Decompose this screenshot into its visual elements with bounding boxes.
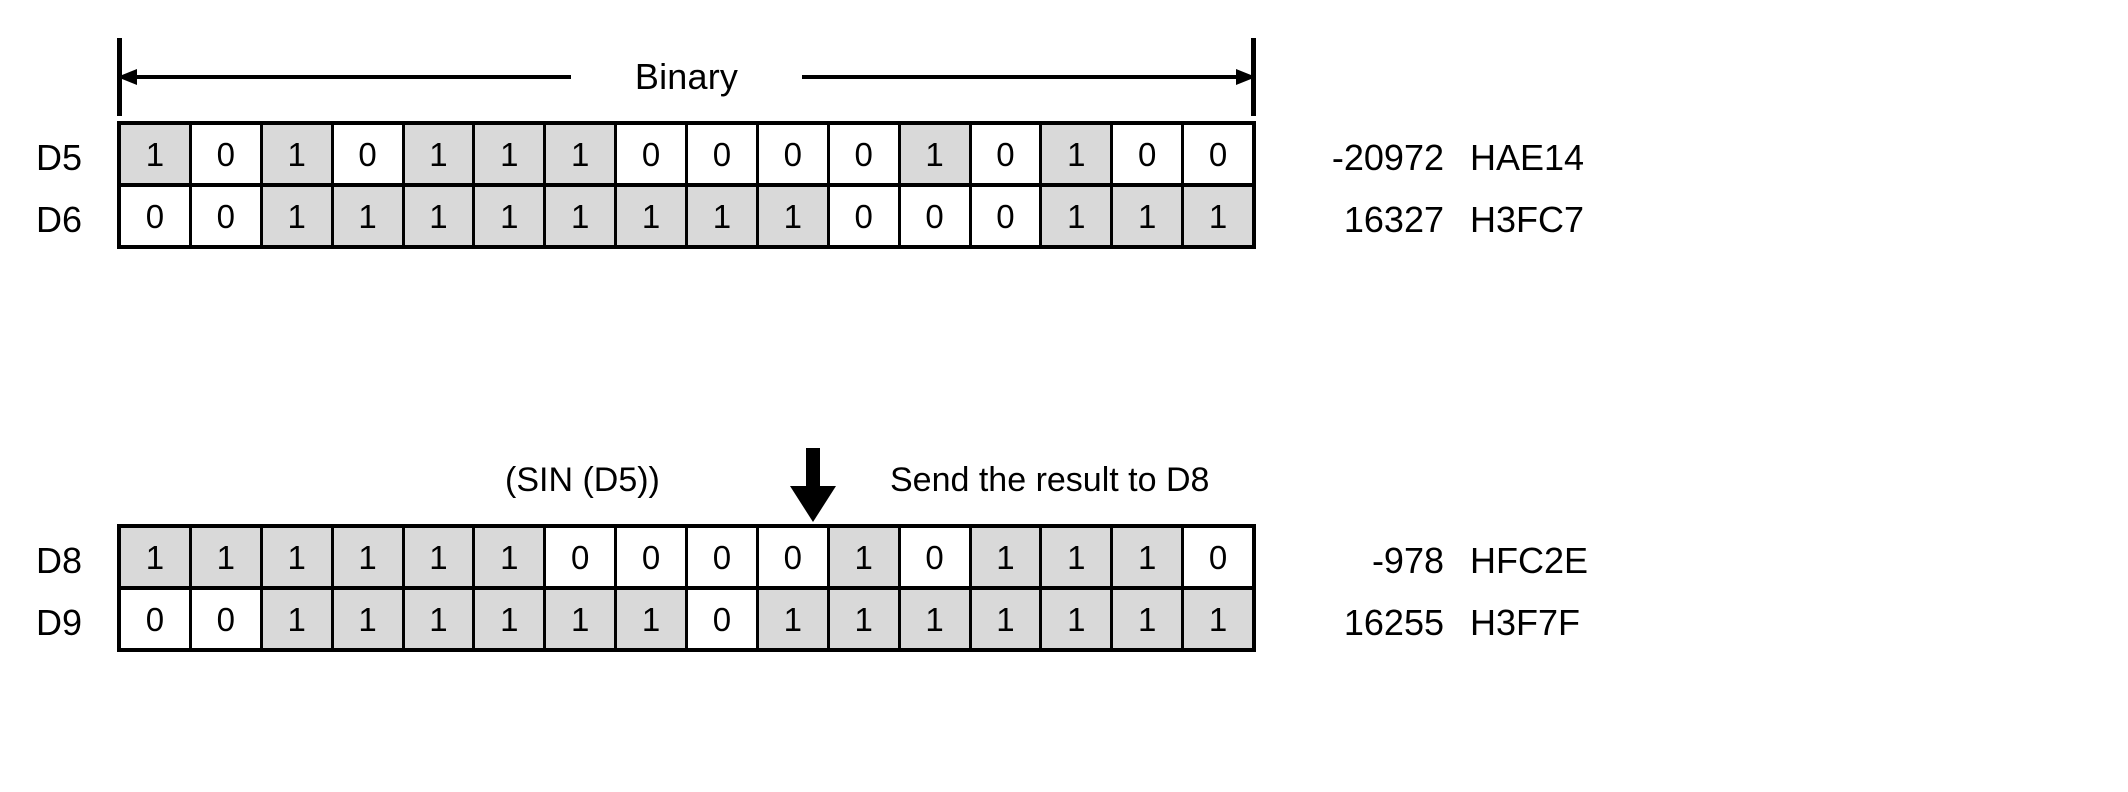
- bit-cell: 1: [404, 590, 476, 648]
- operation-instruction: Send the result to D8: [890, 461, 1210, 499]
- bit-cell: 1: [546, 590, 618, 648]
- bit-cell: 1: [262, 187, 334, 245]
- arrow-line-right: [802, 75, 1242, 79]
- arrow-line-left: [131, 75, 571, 79]
- row-hex-d8: HFC2E: [1470, 540, 1589, 581]
- bit-cell: 0: [546, 528, 618, 586]
- row-label-d8: D8: [36, 540, 83, 581]
- bit-cell: 0: [829, 187, 901, 245]
- bit-cell: 0: [758, 528, 830, 586]
- bit-cell: 1: [829, 590, 901, 648]
- bit-cell: 0: [617, 125, 688, 183]
- arrow-down-shaft: [806, 448, 820, 494]
- bit-cell: 0: [688, 125, 759, 183]
- bit-cell: 1: [121, 125, 192, 183]
- arrow-left-icon: [117, 69, 137, 85]
- bit-cell: 0: [900, 528, 972, 586]
- binary-span-label: Binary: [634, 56, 739, 97]
- bit-cell: 1: [758, 187, 830, 245]
- bit-cell: 1: [900, 125, 972, 183]
- bit-cell: 0: [829, 125, 901, 183]
- bit-cell: 0: [191, 125, 263, 183]
- bit-cell: 1: [1184, 590, 1252, 648]
- bit-cell: 0: [191, 187, 263, 245]
- arrow-down-head: [790, 486, 836, 522]
- bit-cell: 0: [617, 528, 688, 586]
- bit-cell: 1: [404, 125, 476, 183]
- bit-cell: 1: [1113, 590, 1185, 648]
- bit-cell: 1: [404, 187, 476, 245]
- row-hex-d5: HAE14: [1470, 137, 1585, 178]
- bit-cell: 0: [1184, 125, 1252, 183]
- binary-span-header: Binary: [117, 38, 1256, 116]
- bit-cell: 1: [900, 590, 972, 648]
- bit-cell: 1: [546, 187, 618, 245]
- bit-cell: 0: [121, 590, 192, 648]
- bit-cell: 1: [121, 528, 192, 586]
- bit-cell: 0: [333, 125, 405, 183]
- bit-cell: 1: [1042, 125, 1114, 183]
- arrow-down-icon: [790, 448, 836, 522]
- row-decimal-d6: 16327: [1343, 199, 1444, 240]
- bit-cell: 1: [546, 125, 618, 183]
- row-decimal-d5: -20972: [1331, 137, 1444, 178]
- bit-cell: 1: [262, 528, 334, 586]
- bit-cell: 0: [688, 590, 759, 648]
- bit-cell: 1: [617, 590, 688, 648]
- bit-cell: 1: [475, 187, 547, 245]
- bit-cell: 1: [1042, 187, 1114, 245]
- bit-cell: 1: [1042, 528, 1114, 586]
- row-hex-d6: H3FC7: [1470, 199, 1585, 240]
- bit-cell: 1: [333, 187, 405, 245]
- bit-cell: 0: [1184, 528, 1252, 586]
- arrow-right-icon: [1236, 69, 1256, 85]
- bit-cell: 1: [1184, 187, 1252, 245]
- binary-span-arrow: [117, 69, 1256, 85]
- bit-cell: 1: [404, 528, 476, 586]
- bit-cell: 1: [262, 590, 334, 648]
- row-label-d6: D6: [36, 199, 83, 240]
- bit-cell: 1: [333, 528, 405, 586]
- row-decimal-d9: 16255: [1343, 602, 1444, 643]
- bit-cell: 1: [829, 528, 901, 586]
- bit-cell: 1: [191, 528, 263, 586]
- bit-cell: 0: [900, 187, 972, 245]
- bit-cell: 1: [475, 528, 547, 586]
- bit-cell: 0: [971, 125, 1043, 183]
- bit-cell: 1: [1113, 187, 1185, 245]
- row-label-d9: D9: [36, 602, 83, 643]
- bit-cell: 0: [191, 590, 263, 648]
- operation-expression: (SIN (D5)): [505, 461, 660, 499]
- row-label-d5: D5: [36, 137, 83, 178]
- bit-cell: 0: [688, 528, 759, 586]
- bit-cell: 1: [333, 590, 405, 648]
- bit-cell: 0: [758, 125, 830, 183]
- bit-cell: 1: [475, 590, 547, 648]
- bit-cell: 1: [971, 590, 1043, 648]
- bit-cell: 1: [617, 187, 688, 245]
- bit-cell: 1: [1113, 528, 1185, 586]
- bit-cell: 0: [1113, 125, 1185, 183]
- bit-cell: 1: [688, 187, 759, 245]
- bit-cell: 1: [262, 125, 334, 183]
- bit-cell: 1: [758, 590, 830, 648]
- row-decimal-d8: -978: [1371, 540, 1444, 581]
- row-hex-d9: H3F7F: [1470, 602, 1581, 643]
- bit-cell: 1: [1042, 590, 1114, 648]
- bit-cell: 0: [121, 187, 192, 245]
- bit-cell: 1: [475, 125, 547, 183]
- bit-cell: 1: [971, 528, 1043, 586]
- bit-cell: 0: [971, 187, 1043, 245]
